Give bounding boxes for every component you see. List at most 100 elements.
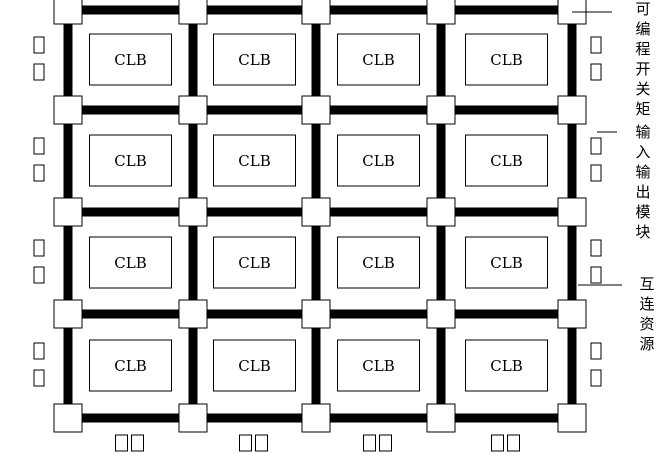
io-pad-left <box>33 63 45 81</box>
io-pad-right <box>590 36 602 54</box>
switch-matrix-box <box>178 95 208 125</box>
switch-matrix-box <box>301 299 331 329</box>
io-pad-left <box>33 369 45 387</box>
clb-box <box>89 134 172 187</box>
clb-label: CLB <box>490 51 522 69</box>
switch-matrix-box <box>301 403 331 433</box>
clb-box <box>89 33 172 86</box>
clb-box <box>89 339 172 392</box>
io-pad-bottom <box>115 434 128 452</box>
clb-box <box>213 134 296 187</box>
clb-box <box>465 236 548 289</box>
clb-box <box>213 33 296 86</box>
io-pad-right <box>590 342 602 360</box>
io-pad-left <box>33 137 45 155</box>
switch-matrix-box <box>426 0 456 25</box>
switch-matrix-box <box>53 403 83 433</box>
clb-box <box>337 236 420 289</box>
clb-block: CLB <box>337 33 420 86</box>
switch-matrix-box <box>426 95 456 125</box>
io-pad-left <box>33 342 45 360</box>
clb-block: CLB <box>213 33 296 86</box>
clb-block: CLB <box>89 134 172 187</box>
switch-matrix-box <box>178 299 208 329</box>
io-pad-bottom <box>379 434 392 452</box>
io-pad-bottom <box>255 434 268 452</box>
clb-label: CLB <box>114 254 146 272</box>
clb-label: CLB <box>362 357 394 375</box>
clb-label: CLB <box>362 254 394 272</box>
clb-label: CLB <box>490 152 522 170</box>
switch-matrix-box <box>53 0 83 25</box>
clb-box <box>89 236 172 289</box>
switch-matrix-box <box>557 299 587 329</box>
io-pad-layer <box>33 36 602 452</box>
switch-matrix-box <box>301 197 331 227</box>
clb-label: CLB <box>362 51 394 69</box>
clb-label: CLB <box>238 357 270 375</box>
switch-matrix-box <box>53 197 83 227</box>
io-pad-left <box>33 164 45 182</box>
switch-matrix-box <box>178 403 208 433</box>
switch-matrix-box <box>178 197 208 227</box>
switch-matrix-box <box>426 299 456 329</box>
clb-block: CLB <box>213 236 296 289</box>
clb-block: CLB <box>89 236 172 289</box>
io-pad-bottom <box>131 434 144 452</box>
clb-block: CLB <box>337 236 420 289</box>
switch-matrix-box <box>53 299 83 329</box>
switch-matrix-box <box>426 403 456 433</box>
io-pad-bottom <box>507 434 520 452</box>
switch-matrix-layer <box>53 0 587 433</box>
clb-box <box>213 236 296 289</box>
clb-block: CLB <box>465 134 548 187</box>
switch-matrix-label: 可编程开关矩 <box>635 0 650 118</box>
switch-matrix-box <box>426 197 456 227</box>
io-pad-right <box>590 164 602 182</box>
clb-block: CLB <box>465 236 548 289</box>
switch-matrix-box <box>53 95 83 125</box>
io-pad-right <box>590 137 602 155</box>
clb-block: CLB <box>465 339 548 392</box>
io-pad-right <box>590 266 602 284</box>
clb-block: CLB <box>337 339 420 392</box>
switch-matrix-box <box>301 0 331 25</box>
interconnect-label: 互连资源 <box>639 275 654 353</box>
io-pad-right <box>590 239 602 257</box>
clb-box <box>337 134 420 187</box>
io-pad-bottom <box>239 434 252 452</box>
clb-block: CLB <box>89 33 172 86</box>
clb-box <box>337 339 420 392</box>
switch-matrix-box <box>178 0 208 25</box>
clb-label: CLB <box>114 152 146 170</box>
switch-matrix-box <box>557 197 587 227</box>
clb-box <box>213 339 296 392</box>
clb-block: CLB <box>465 33 548 86</box>
clb-label: CLB <box>238 254 270 272</box>
clb-block: CLB <box>213 339 296 392</box>
io-pad-right <box>590 63 602 81</box>
clb-label: CLB <box>490 357 522 375</box>
io-module-label: 输入输出模块 <box>635 123 650 241</box>
io-pad-bottom <box>491 434 504 452</box>
clb-box <box>465 33 548 86</box>
clb-label: CLB <box>238 51 270 69</box>
clb-grid: CLB CLB CLB CLB CLB CLB CLB CLB CLB CLB CLB CLB CLB C… <box>89 33 548 392</box>
clb-block: CLB <box>213 134 296 187</box>
io-pad-bottom <box>363 434 376 452</box>
switch-matrix-box <box>557 95 587 125</box>
clb-block: CLB <box>89 339 172 392</box>
io-pad-left <box>33 239 45 257</box>
clb-box <box>465 134 548 187</box>
switch-matrix-box <box>557 403 587 433</box>
clb-label: CLB <box>490 254 522 272</box>
switch-matrix-box <box>301 95 331 125</box>
io-pad-right <box>590 369 602 387</box>
clb-label: CLB <box>114 357 146 375</box>
clb-label: CLB <box>362 152 394 170</box>
io-pad-left <box>33 266 45 284</box>
leader-lines <box>572 11 622 286</box>
clb-label: CLB <box>114 51 146 69</box>
